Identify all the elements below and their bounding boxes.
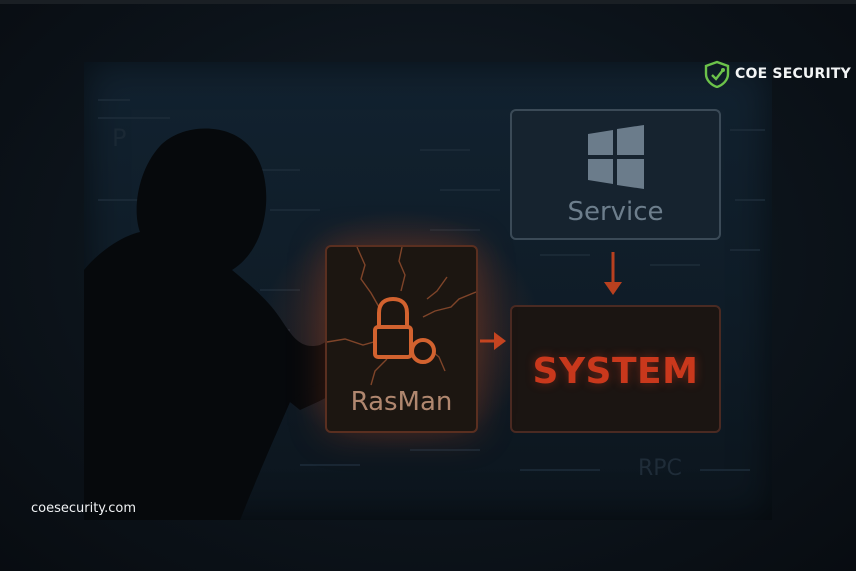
- padlock-chain-icon: [373, 296, 436, 364]
- arrow-down: [604, 252, 622, 295]
- brand-name: COE SECURITY: [735, 66, 851, 82]
- background-letter: P: [112, 124, 126, 152]
- shield-circuit-icon: [704, 60, 730, 88]
- arrow-right: [480, 332, 506, 350]
- rasman-crack-graphic: [327, 247, 476, 386]
- system-label: SYSTEM: [532, 351, 699, 392]
- top-strip: [0, 0, 856, 4]
- website-url: coesecurity.com: [31, 501, 137, 516]
- rasman-label: RasMan: [350, 387, 453, 417]
- system-box: SYSTEM: [510, 305, 721, 433]
- brand-logo: COE SECURITY: [703, 60, 851, 88]
- rasman-box: RasMan: [325, 245, 478, 433]
- crack-lines: [327, 247, 476, 386]
- background-rpc-text: RPC: [638, 456, 682, 481]
- service-box: Service: [510, 109, 721, 240]
- windows-logo-icon: [588, 125, 644, 189]
- service-label: Service: [567, 197, 664, 227]
